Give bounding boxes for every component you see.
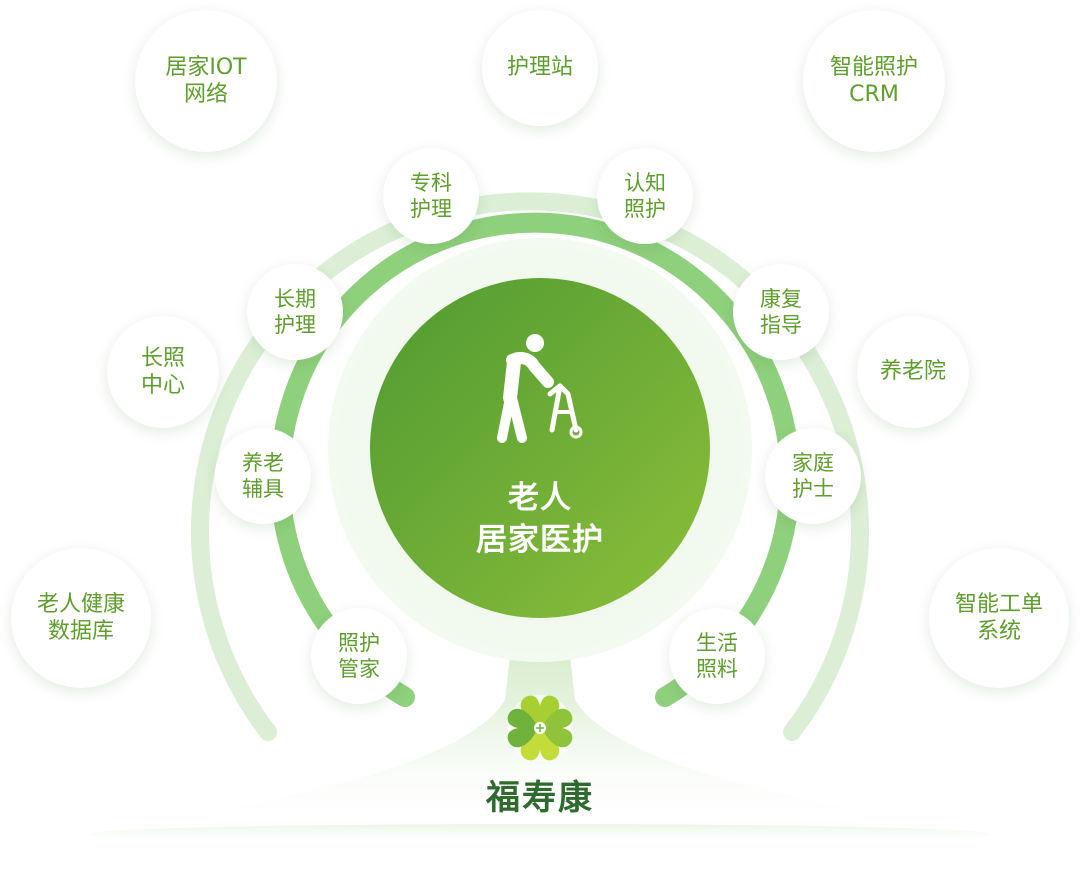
- center-title-line1: 老人: [508, 480, 572, 516]
- node-label: 辅具: [242, 477, 284, 501]
- node-label: 护理: [410, 197, 452, 221]
- node-label: 指导: [760, 313, 802, 337]
- node-label: 照护: [624, 197, 666, 221]
- outer-ring: [191, 192, 869, 741]
- node-home-nurse: 家庭 护士: [765, 428, 861, 524]
- node-long-term-nursing: 长期 护理: [247, 264, 343, 360]
- node-nursing-home: 养老院: [857, 316, 969, 428]
- node-label: 长照: [140, 345, 185, 371]
- node-label: 中心: [140, 373, 185, 398]
- node-label: 认知: [624, 170, 666, 195]
- node-home-iot: 居家IOT 网络: [135, 10, 277, 152]
- node-label: 居家IOT: [165, 54, 247, 80]
- center-title-line2: 居家医护: [476, 521, 604, 558]
- node-label: 养老: [242, 450, 284, 475]
- node-care-steward: 照护 管家: [311, 608, 407, 704]
- center-circle: [370, 278, 710, 618]
- node-label: CRM: [849, 82, 899, 107]
- node-label: 老人健康: [36, 591, 125, 617]
- node-label: 护士: [792, 477, 834, 501]
- inner-ring: [270, 212, 800, 707]
- node-label: 专科: [410, 170, 452, 195]
- center-title: 老人 居家医护: [400, 478, 680, 562]
- node-rehab-guidance: 康复 指导: [733, 264, 829, 360]
- node-label: 护理站: [506, 55, 573, 81]
- node-elderly-aids: 养老 辅具: [215, 428, 311, 524]
- node-specialty-nursing: 专科 护理: [383, 148, 479, 244]
- ground-shadow: [90, 824, 990, 844]
- node-label: 管家: [338, 657, 380, 681]
- node-cognitive-care: 认知 照护: [597, 148, 693, 244]
- node-label: 养老院: [879, 359, 946, 385]
- node-label: 系统: [976, 619, 1021, 644]
- node-elderly-health-database: 老人健康 数据库: [11, 548, 151, 688]
- node-label: 家庭: [792, 450, 834, 475]
- node-label: 照料: [696, 657, 738, 681]
- node-label: 护理: [274, 313, 316, 337]
- node-label: 长期: [274, 286, 316, 311]
- node-label: 康复: [760, 286, 802, 311]
- node-long-term-care-center: 长照 中心: [107, 316, 219, 428]
- node-smart-care-crm: 智能照护 CRM: [803, 10, 945, 152]
- node-label: 智能工单: [954, 591, 1043, 617]
- brand-name: 福寿康: [486, 778, 594, 818]
- node-nursing-station: 护理站: [482, 10, 598, 126]
- elderly-walker-icon: [497, 334, 583, 443]
- node-label: 网络: [183, 82, 228, 107]
- node-label: 智能照护: [829, 54, 918, 80]
- node-smart-work-order-system: 智能工单 系统: [929, 548, 1069, 688]
- node-label: 生活: [696, 630, 738, 655]
- node-label: 照护: [338, 630, 380, 655]
- node-daily-life-care: 生活 照料: [669, 608, 765, 704]
- node-label: 数据库: [47, 619, 114, 644]
- clover-logo-icon: [507, 695, 573, 761]
